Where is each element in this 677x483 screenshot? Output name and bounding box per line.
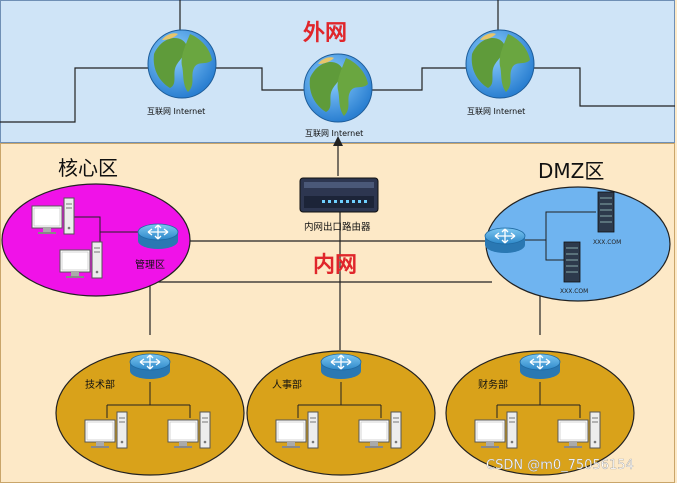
uplink-arrow	[333, 136, 343, 176]
dept-finance-zone: 财务部	[445, 350, 635, 476]
dept-hr-label: 人事部	[272, 378, 302, 391]
dept-finance-label: 财务部	[478, 378, 508, 391]
finance-router-icon	[519, 353, 561, 380]
internet-globe-center-icon	[303, 53, 373, 123]
internet-right-label: 互联网 Internet	[467, 107, 525, 116]
lan-links	[149, 212, 541, 350]
dmz-server-2-label: XXX.COM	[560, 288, 588, 295]
inner-zone-title: 内网	[313, 253, 357, 278]
dmz-zone: XXX.COM XXX.COM	[484, 186, 671, 302]
dept-hr-zone: 人事部	[246, 350, 436, 476]
core-label: 管理区	[135, 258, 165, 271]
core-zone: 管理区	[1, 183, 191, 297]
tech-router-icon	[129, 353, 171, 380]
edge-router-label: 内网出口路由器	[304, 221, 371, 233]
internet-center-label: 互联网 Internet	[305, 129, 363, 138]
hr-router-icon	[320, 353, 362, 380]
dmz-router-icon	[484, 227, 526, 254]
dmz-server-1-label: XXX.COM	[593, 239, 621, 246]
core-zone-title: 核心区	[58, 156, 118, 180]
dmz-server-icon	[597, 191, 615, 233]
dept-tech-label: 技术部	[85, 378, 115, 391]
dept-tech-zone: 技术部	[55, 350, 245, 476]
watermark: CSDN @m0_75056154	[486, 458, 634, 473]
outer-zone-title: 外网	[303, 20, 347, 46]
internet-left-label: 互联网 Internet	[147, 107, 205, 116]
dmz-zone-title: DMZ区	[538, 159, 604, 183]
internet-globe-right-icon	[465, 29, 535, 99]
internet-globe-left-icon	[147, 29, 217, 99]
wan-links	[0, 0, 675, 123]
dmz-server-icon-2	[563, 241, 581, 283]
edge-router-icon	[299, 177, 379, 213]
core-switch-icon	[137, 223, 179, 250]
